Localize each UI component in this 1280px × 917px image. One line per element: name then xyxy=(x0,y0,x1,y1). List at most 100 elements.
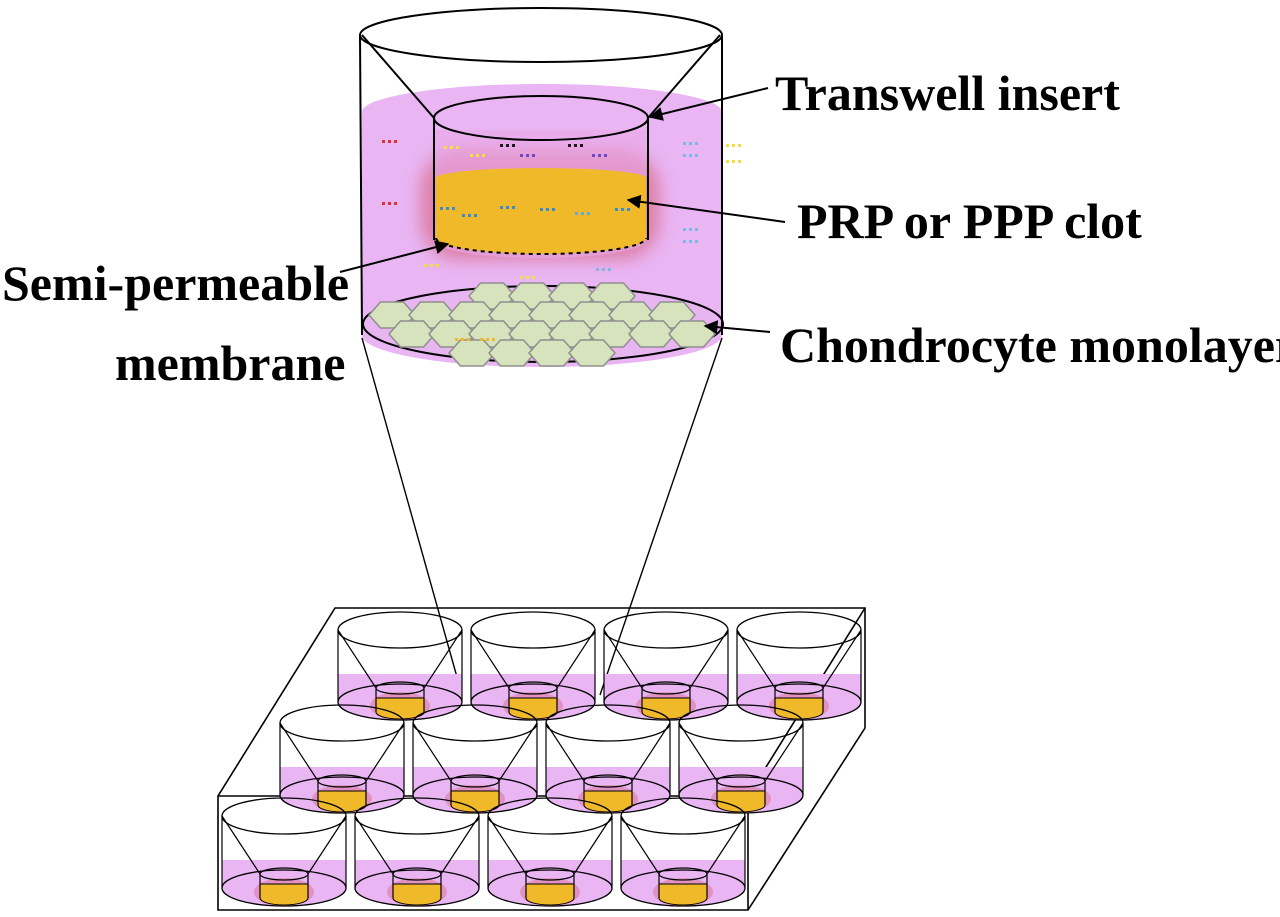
factor-dot xyxy=(461,338,464,341)
factor-dot xyxy=(506,206,509,209)
mini-hanger xyxy=(337,629,377,689)
factor-dot xyxy=(446,207,449,210)
arrow-clot xyxy=(626,194,786,223)
factor-dot xyxy=(627,208,630,211)
label-text-clot: PRP or PPP clot xyxy=(797,193,1142,249)
label-clot: PRP or PPP clot xyxy=(626,193,1142,249)
factor-dot xyxy=(388,202,391,205)
label-monolayer: Chondrocyte monolayer xyxy=(703,317,1280,373)
mini-hanger xyxy=(412,722,452,782)
factor-dot xyxy=(450,146,453,149)
factor-dot xyxy=(526,154,529,157)
label-text-monolayer: Chondrocyte monolayer xyxy=(780,317,1280,373)
factor-dot xyxy=(689,142,692,145)
mini-hanger xyxy=(487,815,527,875)
mini-hanger xyxy=(545,722,585,782)
factor-dot xyxy=(738,144,741,147)
factor-dot xyxy=(467,338,470,341)
factor-dot xyxy=(598,154,601,157)
factor-dot xyxy=(512,144,515,147)
factor-dot xyxy=(474,214,477,217)
transwell-well-icon xyxy=(412,704,538,814)
factor-dot xyxy=(581,212,584,215)
factor-dot xyxy=(470,154,473,157)
mini-hanger xyxy=(822,629,862,689)
mini-well-rim xyxy=(603,611,729,649)
factor-dot xyxy=(444,146,447,149)
mini-hanger xyxy=(573,815,613,875)
factor-dot xyxy=(436,264,439,267)
transwell-well-icon xyxy=(620,797,746,907)
mini-well-rim xyxy=(736,611,862,649)
factor-dot xyxy=(480,338,483,341)
factor-dot xyxy=(394,140,397,143)
enlarged-well xyxy=(359,7,741,367)
factor-dot xyxy=(726,160,729,163)
factor-dot xyxy=(695,142,698,145)
well-plate xyxy=(217,607,866,911)
factor-dot xyxy=(683,228,686,231)
mini-clot xyxy=(392,883,442,906)
label-text-transwell-insert: Transwell insert xyxy=(775,65,1120,121)
hexagon-cell-icon xyxy=(567,339,617,367)
factor-dot xyxy=(596,268,599,271)
factor-dot xyxy=(382,202,385,205)
factor-dot xyxy=(482,154,485,157)
factor-dot xyxy=(430,264,433,267)
transwell-well-icon xyxy=(279,704,405,814)
transwell-well-icon xyxy=(487,797,613,907)
cell-group xyxy=(367,282,717,367)
factor-dot xyxy=(592,154,595,157)
mini-hanger xyxy=(498,722,538,782)
mini-clot xyxy=(658,883,708,906)
mini-hanger xyxy=(221,815,261,875)
mini-hanger xyxy=(279,722,319,782)
mini-well-rim xyxy=(221,797,347,835)
mini-hanger xyxy=(620,815,660,875)
factor-dot xyxy=(695,240,698,243)
factor-dot xyxy=(587,212,590,215)
factor-dot xyxy=(683,240,686,243)
arrow-transwell-insert xyxy=(648,87,769,121)
transwell-well-icon xyxy=(354,797,480,907)
mini-well-rim xyxy=(487,797,613,835)
mini-hanger xyxy=(689,629,729,689)
mini-hanger xyxy=(556,629,596,689)
mini-hanger xyxy=(470,629,510,689)
mini-hanger xyxy=(440,815,480,875)
factor-dot xyxy=(520,276,523,279)
factor-dot xyxy=(689,240,692,243)
factor-dot xyxy=(689,228,692,231)
factor-dot xyxy=(575,212,578,215)
factor-dot xyxy=(683,142,686,145)
factor-dot xyxy=(552,208,555,211)
transwell-well-icon xyxy=(545,704,671,814)
factor-dot xyxy=(683,154,686,157)
factor-dot xyxy=(532,154,535,157)
mini-hanger xyxy=(631,722,671,782)
factor-dot xyxy=(689,154,692,157)
mini-well-rim xyxy=(354,797,480,835)
factor-dot xyxy=(486,338,489,341)
mini-hanger xyxy=(678,722,718,782)
zoom-line-left xyxy=(361,337,463,696)
arrow-membrane xyxy=(339,240,450,273)
factor-dot xyxy=(608,268,611,271)
mini-well-rim xyxy=(620,797,746,835)
label-text-membrane-line1: Semi-permeable xyxy=(2,255,349,311)
mini-clot xyxy=(259,883,309,906)
factor-dot xyxy=(621,208,624,211)
factor-dot xyxy=(382,140,385,143)
factor-dot xyxy=(695,228,698,231)
transwell-well-icon xyxy=(678,704,804,814)
factor-dot xyxy=(492,338,495,341)
factor-dot xyxy=(726,144,729,147)
mini-well-rim xyxy=(337,611,463,649)
mini-hanger xyxy=(354,815,394,875)
mini-hanger xyxy=(423,629,463,689)
mini-hanger xyxy=(706,815,746,875)
mini-hanger xyxy=(307,815,347,875)
mini-well-rim xyxy=(678,704,804,742)
arrow-monolayer xyxy=(703,320,771,335)
